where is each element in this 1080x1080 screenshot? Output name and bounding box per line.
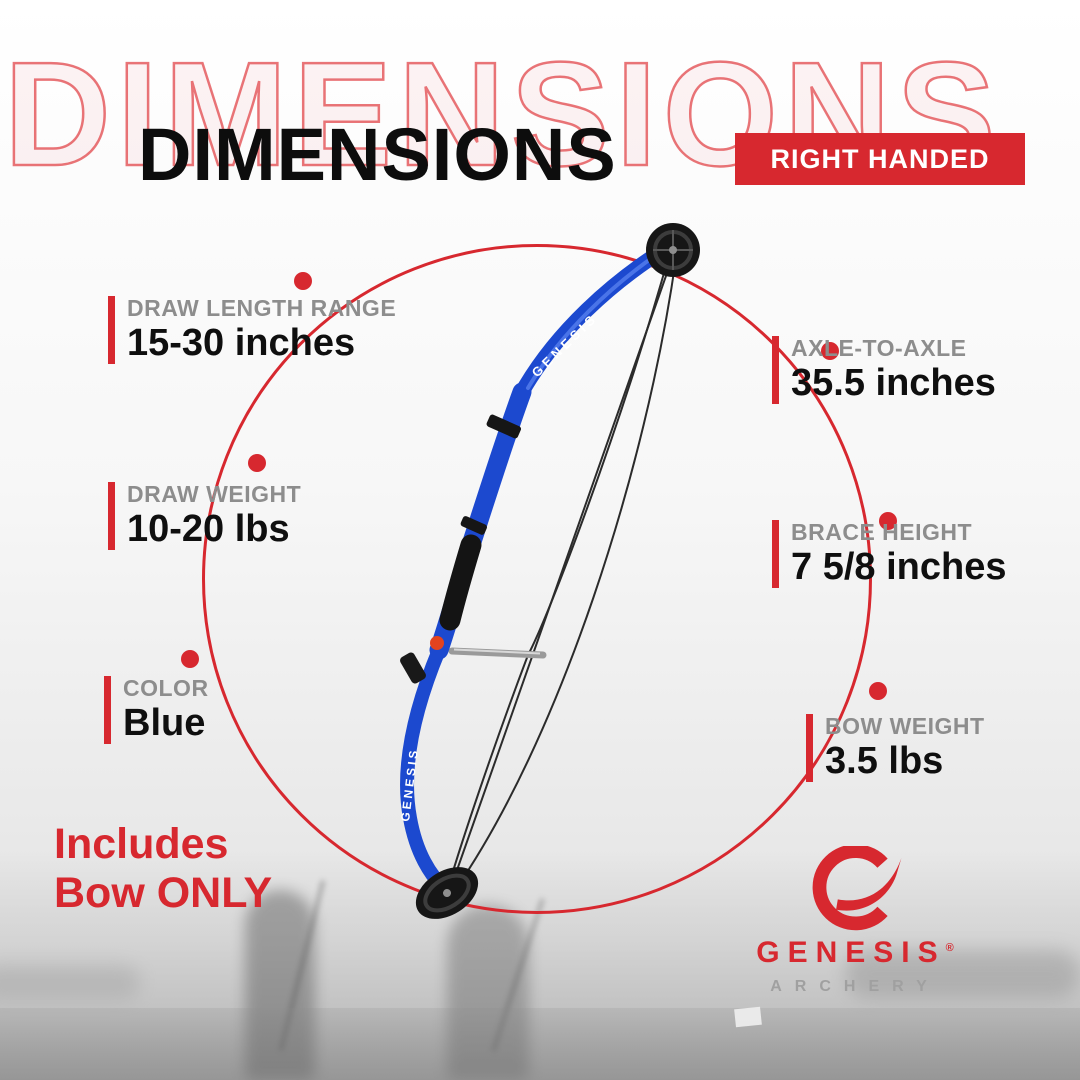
spec-bow-weight: BOW WEIGHT 3.5 lbs	[806, 713, 985, 783]
spec-value: Blue	[123, 702, 206, 745]
spec-dot	[869, 682, 887, 700]
sight-mount	[486, 414, 522, 439]
registered-mark: ®	[945, 942, 954, 954]
brand-name: GENESIS®	[735, 936, 975, 970]
includes-line2: Bow ONLY	[54, 869, 273, 918]
brand-name-text: GENESIS	[756, 936, 946, 969]
spec-value: 10-20 lbs	[127, 508, 290, 551]
spec-label: DRAW WEIGHT	[127, 481, 302, 507]
spec-accent-bar	[772, 336, 779, 405]
riser-logo-decal	[430, 636, 444, 650]
spec-value: 3.5 lbs	[825, 740, 944, 783]
top-cam-wheel	[646, 223, 700, 277]
treeline	[845, 950, 1080, 998]
spec-label: COLOR	[123, 675, 209, 701]
bottom-cam-wheel	[415, 867, 479, 919]
spec-color: COLOR Blue	[104, 675, 209, 745]
spec-axle-to-axle: AXLE-TO-AXLE 35.5 inches	[772, 335, 996, 405]
spec-draw-weight: DRAW WEIGHT 10-20 lbs	[108, 481, 302, 551]
spec-brace-height: BRACE HEIGHT 7 5/8 inches	[772, 519, 1007, 589]
includes-note: Includes Bow ONLY	[54, 820, 272, 918]
spec-value: 7 5/8 inches	[791, 546, 1007, 589]
spec-accent-bar	[104, 676, 111, 745]
spec-dot	[181, 650, 199, 668]
brand-subtitle: ARCHERY	[770, 978, 940, 995]
page-title: DIMENSIONS	[138, 113, 617, 196]
spec-label: DRAW LENGTH RANGE	[127, 295, 397, 321]
spec-accent-bar	[108, 296, 115, 365]
spec-label: BOW WEIGHT	[825, 713, 985, 739]
spec-dot	[248, 454, 266, 472]
archer-silhouette	[447, 905, 529, 1080]
genesis-g-icon	[812, 846, 902, 931]
spec-accent-bar	[772, 520, 779, 589]
spec-accent-bar	[108, 482, 115, 551]
spec-accent-bar	[806, 714, 813, 783]
includes-line1: Includes	[54, 820, 229, 868]
spec-label: AXLE-TO-AXLE	[791, 335, 967, 361]
spec-dot	[879, 512, 897, 530]
brand-logo: GENESIS® ARCHERY	[735, 846, 975, 996]
circle-accent	[202, 244, 872, 914]
archer-silhouette	[245, 890, 315, 1080]
ground	[0, 1008, 1080, 1080]
right-handed-badge: RIGHT HANDED	[735, 133, 1025, 185]
arrow-rest	[460, 516, 487, 535]
treeline	[0, 965, 140, 999]
spec-draw-length: DRAW LENGTH RANGE 15-30 inches	[108, 295, 397, 365]
spec-value: 35.5 inches	[791, 362, 996, 405]
spec-value: 15-30 inches	[127, 322, 356, 365]
limb-pocket	[400, 652, 426, 684]
spec-dot	[821, 342, 839, 360]
limb-text: GENESIS	[398, 747, 421, 823]
spec-label: BRACE HEIGHT	[791, 519, 973, 545]
limb-text: GENESIS	[529, 310, 601, 380]
spec-dot	[294, 272, 312, 290]
